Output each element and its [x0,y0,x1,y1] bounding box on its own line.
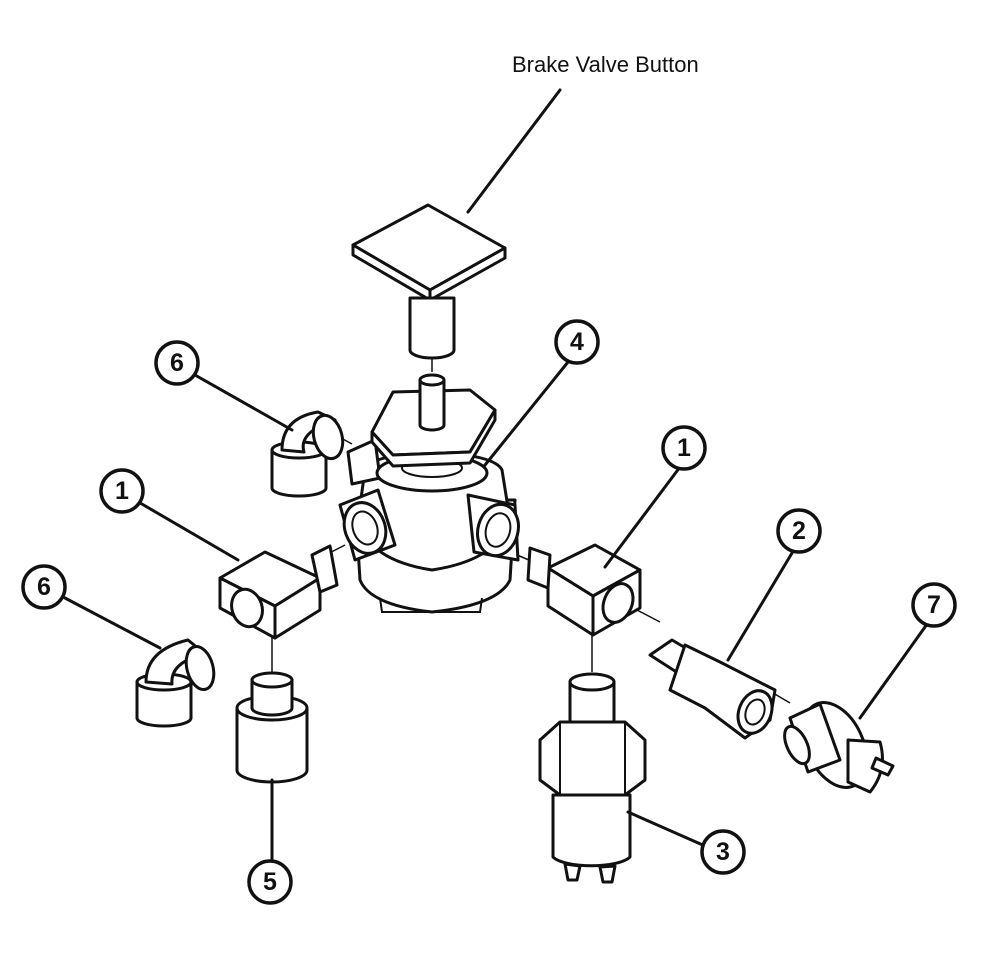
callout-6-upper: 6 [154,340,200,386]
elbow-fitting-upper [270,410,345,498]
callout-5-number: 5 [263,868,277,896]
tee-right-port [601,582,635,624]
valve-body [338,373,520,614]
callout-6-lower: 6 [21,564,67,610]
callout-1-right-number: 1 [677,434,691,462]
callout-4: 4 [554,319,600,365]
fitting-item-5 [235,671,309,784]
callout-1-left: 1 [99,468,145,514]
tee-block-left [218,544,339,640]
callout-7: 7 [911,582,957,628]
valve-top-flange-edge [370,408,497,468]
brake-valve-button-label: Brake Valve Button [512,52,699,77]
callout-5: 5 [247,859,293,905]
leader-1-right [603,465,682,569]
switch-3-terminal-right [598,864,617,884]
leader-6-upper [193,373,294,432]
callout-3: 3 [700,829,746,875]
leader-brake-valve-button [466,88,562,214]
callout-1-right: 1 [661,425,707,471]
switch-3-terminal-left [563,862,582,882]
sensor-7-pin [870,756,895,777]
valve-plunger [418,378,446,432]
tee-right-nipple [526,546,552,590]
adapter-2-bore [744,698,766,726]
callout-4-number: 4 [570,328,584,356]
brake-valve-button [351,203,507,360]
pressure-switch-item-3 [538,672,647,884]
leader-7 [858,618,932,720]
valve-body-base-ring [379,597,483,613]
switch-3-body [551,793,632,868]
button-pad-top [351,203,507,292]
elbow-lower-socket [135,680,193,728]
leader-3 [626,810,707,848]
leader-2 [726,546,797,662]
callout-6-upper-number: 6 [170,349,184,377]
elbow-upper-outlet [311,413,345,461]
sensor-7-inlet-end [783,724,811,766]
tee-block-right [526,543,642,637]
elbow-upper-socket [270,448,328,498]
leader-6-lower [63,596,162,650]
tee-left-side [273,576,322,640]
tee-left-port [230,587,264,629]
callout-2-number: 2 [792,517,806,545]
valve-plunger-top [418,373,446,387]
callout-1-left-number: 1 [115,477,129,505]
valve-port-right-bore [484,512,512,548]
callout-7-number: 7 [927,591,941,619]
valve-port-left-bore [351,510,379,546]
callout-3-number: 3 [716,838,730,866]
callout-6-lower-number: 6 [37,573,51,601]
leader-4 [483,360,570,467]
tee-left-nipple [310,544,339,594]
sensor-item-7 [783,701,895,794]
elbow-fitting-lower [135,638,216,728]
fitting-5-body [235,706,309,784]
switch-3-neck-top [568,672,616,692]
button-stem [408,296,456,360]
fitting-5-neck-top [250,671,294,689]
fitting-5-neck [250,678,294,717]
adapter-2-outlet [736,689,774,735]
switch-3-hex [538,720,647,797]
elbow-lower-outlet [184,644,216,692]
leader-1-left [133,498,240,562]
hex-adapter-item-2 [648,638,777,740]
callout-2: 2 [776,508,822,554]
axis-right-tee-to-adapter [636,609,661,623]
leader-lines [63,88,932,864]
